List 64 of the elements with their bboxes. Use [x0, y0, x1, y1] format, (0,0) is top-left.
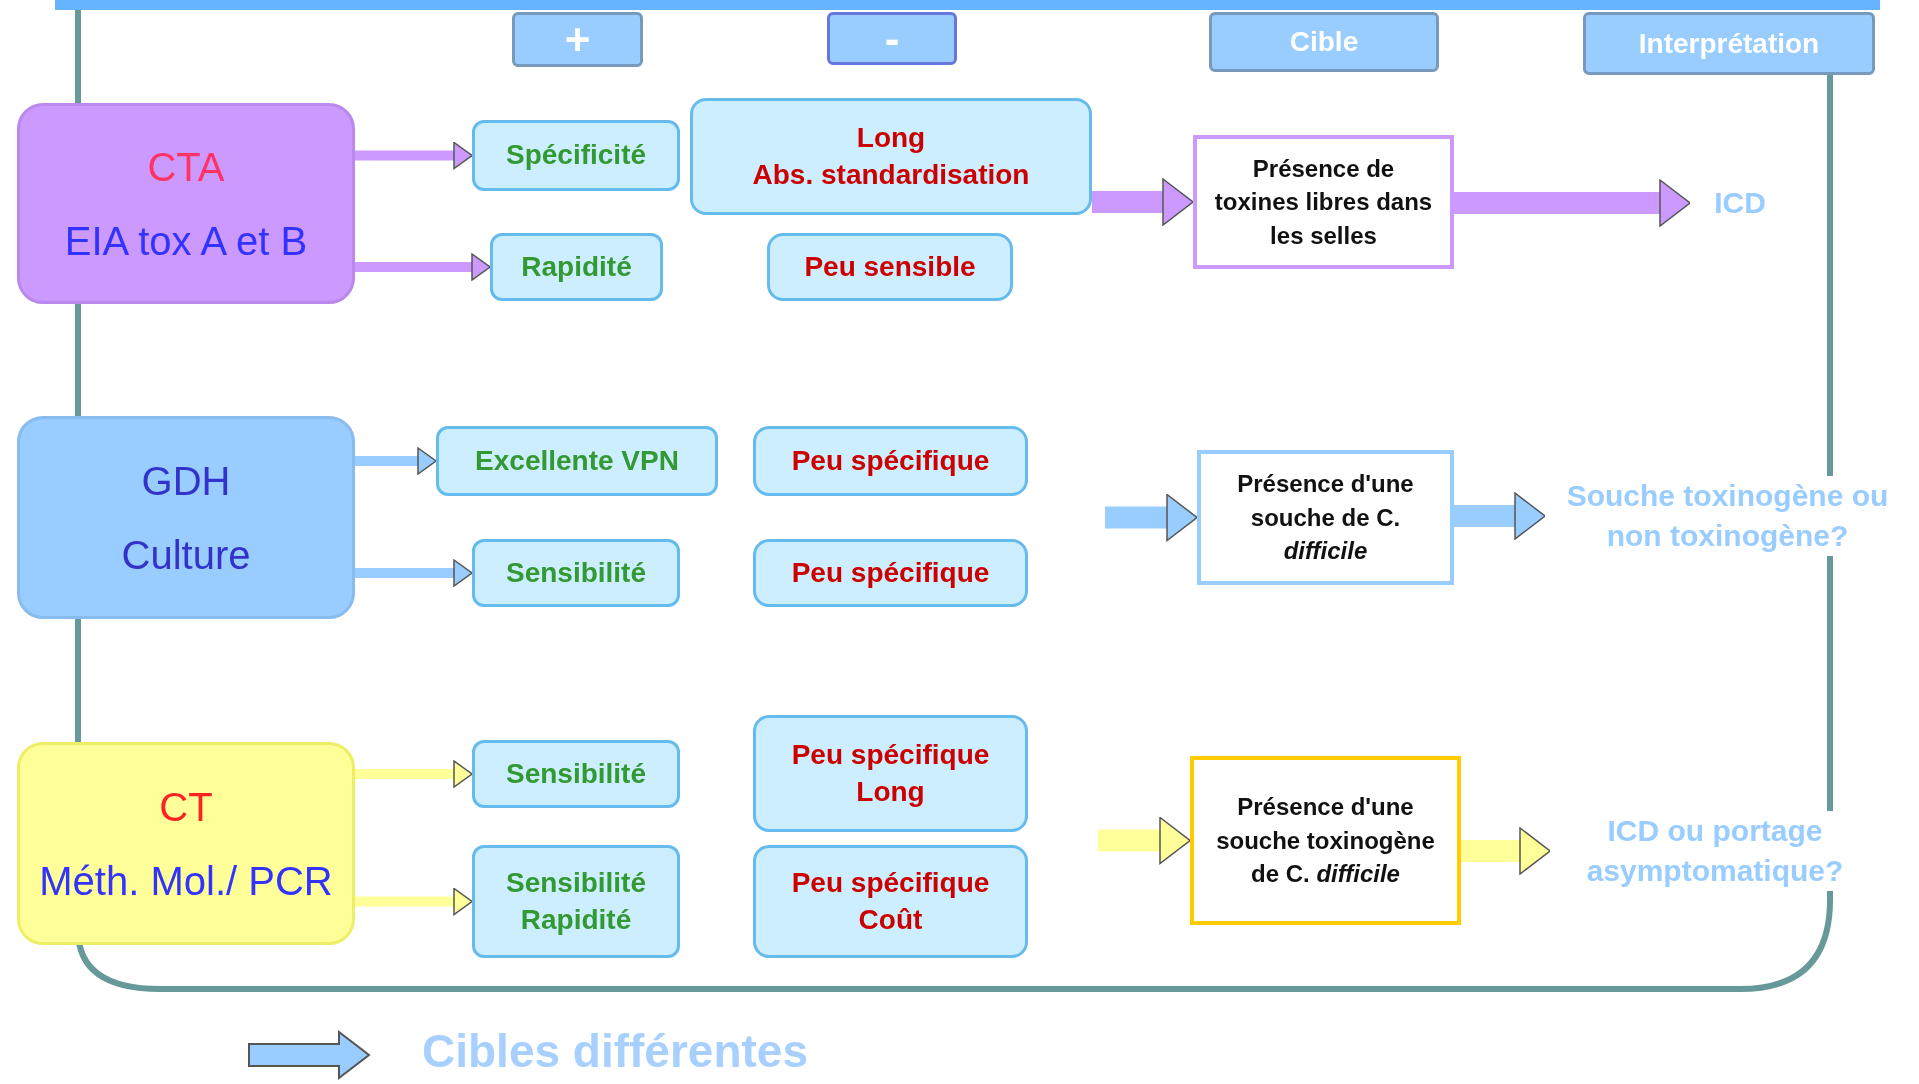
block-arrow	[1098, 816, 1191, 865]
block-arrow	[1105, 493, 1198, 542]
drawback-box	[767, 233, 1013, 301]
drawback-label: Peu spécifique	[791, 555, 990, 590]
advantage-label: Sensibilité	[505, 756, 646, 791]
target-box	[1197, 450, 1454, 585]
block-arrow	[1454, 492, 1546, 540]
drawback-label: Peu spécifique	[791, 443, 990, 478]
drawback-label: Long	[856, 774, 925, 809]
block-arrow	[355, 559, 473, 587]
header-label: Cible	[1289, 28, 1359, 56]
drawback-label: Peu spécifique	[791, 738, 990, 773]
method-box	[17, 416, 355, 619]
block-arrow	[355, 253, 491, 281]
drawback-label: Coût	[858, 902, 923, 937]
header-label: Interprétation	[1638, 29, 1820, 58]
drawback-box	[753, 715, 1028, 832]
target-box	[1190, 756, 1461, 925]
drawback-box	[753, 539, 1028, 607]
advantage-box	[472, 845, 680, 958]
target-label: Présence de toxines libres dans les selles	[1213, 153, 1434, 251]
header-label: -	[884, 16, 900, 61]
method-label: CTA	[147, 143, 225, 191]
column-header	[512, 12, 643, 67]
target-box	[1193, 135, 1454, 269]
method-box	[17, 103, 355, 304]
advantage-box	[490, 233, 663, 301]
block-arrow	[355, 760, 473, 788]
block-arrow	[1454, 179, 1691, 227]
target-label: Présence d'une souche de C. difficile	[1236, 469, 1415, 567]
block-arrow	[1092, 178, 1194, 226]
legend-label: Cibles différentes	[422, 1024, 808, 1078]
block-arrow	[355, 447, 437, 475]
column-header	[827, 12, 957, 65]
drawback-box	[753, 426, 1028, 496]
drawback-label: Abs. standardisation	[752, 157, 1030, 192]
method-label: EIA tox A et B	[64, 217, 308, 265]
drawback-label: Peu spécifique	[791, 866, 990, 901]
advantage-box	[472, 740, 680, 808]
method-label: GDH	[141, 457, 231, 505]
column-header	[1583, 12, 1875, 75]
advantage-box	[472, 120, 680, 191]
drawback-box	[753, 845, 1028, 958]
block-arrow	[1461, 827, 1551, 875]
advantage-label: Spécificité	[505, 138, 647, 173]
method-label: CT	[159, 783, 213, 831]
advantage-label: Sensibilité	[505, 866, 646, 901]
header-label: +	[564, 17, 591, 62]
column-header	[1209, 12, 1439, 72]
drawback-box	[690, 98, 1092, 215]
method-label: Méth. Mol./ PCR	[39, 857, 333, 905]
advantage-box	[472, 539, 680, 607]
advantage-label: Rapidité	[520, 902, 632, 937]
block-arrow	[355, 141, 473, 170]
advantage-box	[436, 426, 718, 496]
drawback-label: Peu sensible	[804, 249, 976, 284]
target-label: Présence d'une souche toxinogène de C. difficile	[1215, 792, 1436, 890]
drawback-label: Long	[856, 121, 926, 156]
advantage-label: Rapidité	[521, 249, 632, 284]
method-label: Culture	[121, 531, 251, 579]
advantage-label: Excellente VPN	[475, 443, 679, 478]
block-arrow	[355, 887, 473, 916]
method-box	[17, 742, 355, 945]
advantage-label: Sensibilité	[505, 555, 646, 590]
